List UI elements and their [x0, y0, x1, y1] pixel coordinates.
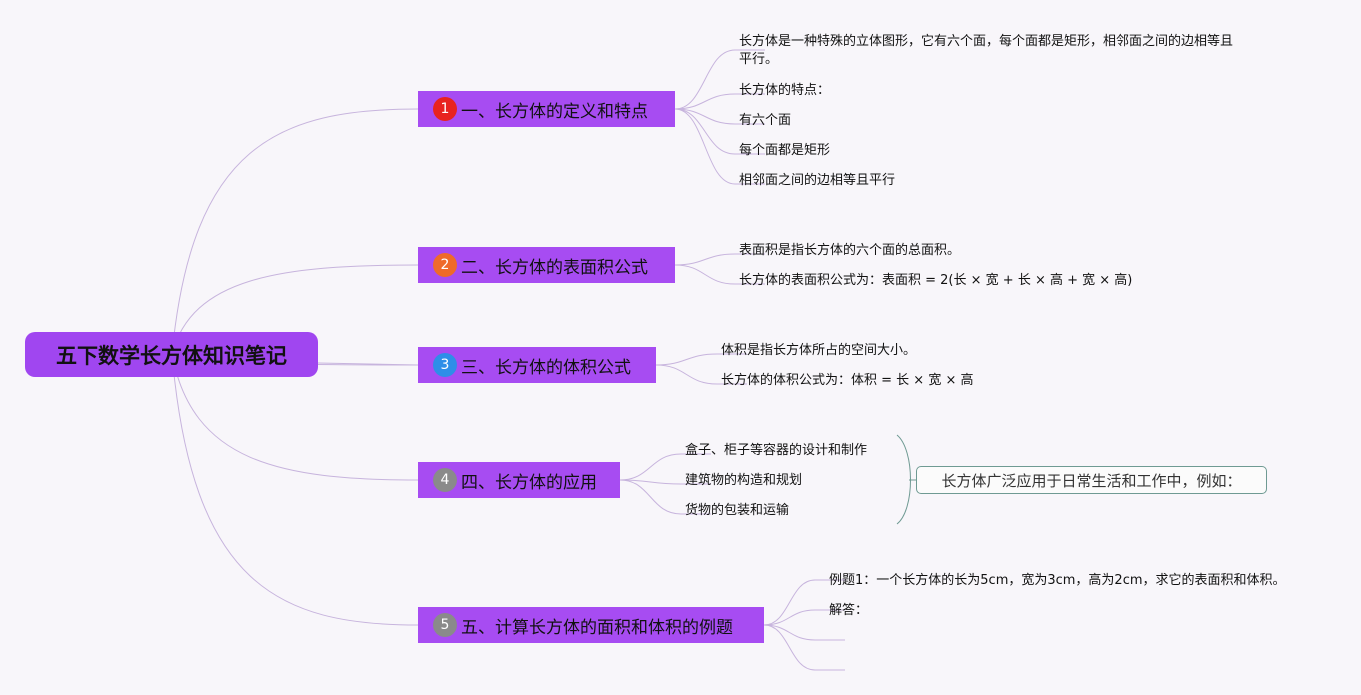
number-1-icon: 1 [433, 97, 457, 121]
branch-definition[interactable]: 1 一、长方体的定义和特点 [418, 91, 675, 127]
branch-label: 一、长方体的定义和特点 [461, 101, 648, 122]
branch-applications[interactable]: 4 四、长方体的应用 [418, 462, 620, 498]
root-link-1 [171, 108, 419, 355]
branch-label: 三、长方体的体积公式 [461, 357, 631, 378]
summary-applications[interactable]: 长方体广泛应用于日常生活和工作中，例如： [916, 466, 1267, 494]
branch-label: 五、计算长方体的面积和体积的例题 [461, 617, 733, 638]
leaf-link-5-4 [763, 624, 845, 671]
leaf-surface-area-definition[interactable]: 表面积是指长方体的六个面的总面积。 [739, 243, 961, 258]
leaf-features-heading[interactable]: 长方体的特点： [739, 83, 831, 98]
leaf-containers[interactable]: 盒子、柜子等容器的设计和制作 [685, 443, 868, 458]
leaf-buildings[interactable]: 建筑物的构造和规划 [685, 473, 803, 488]
leaf-surface-area-formula[interactable]: 长方体的表面积公式为：表面积 = 2(长 × 宽 + 长 × 高 + 宽 × 高… [739, 273, 1133, 288]
leaf-answer[interactable]: 解答： [829, 603, 869, 618]
number-4-icon: 4 [433, 468, 457, 492]
leaf-parallel-edges[interactable]: 相邻面之间的边相等且平行 [739, 173, 896, 188]
root-link-straight [317, 362, 419, 366]
leaf-example-question[interactable]: 例题1：一个长方体的长为5cm，宽为3cm，高为2cm，求它的表面积和体积。 [829, 573, 1286, 588]
leaf-six-faces[interactable]: 有六个面 [739, 113, 792, 128]
number-2-icon: 2 [433, 253, 457, 277]
root-topic[interactable]: 五下数学长方体知识笔记 [25, 332, 318, 377]
branch-label: 四、长方体的应用 [461, 472, 597, 493]
root-link-5 [171, 353, 419, 626]
number-5-icon: 5 [433, 613, 457, 637]
summary-bracket [896, 434, 911, 525]
leaf-link-5-3 [763, 624, 845, 641]
leaf-packaging[interactable]: 货物的包装和运输 [685, 503, 790, 518]
leaf-rectangle-faces[interactable]: 每个面都是矩形 [739, 143, 831, 158]
leaf-volume-definition[interactable]: 体积是指长方体所占的空间大小。 [721, 343, 917, 358]
branch-examples[interactable]: 5 五、计算长方体的面积和体积的例题 [418, 607, 764, 643]
number-3-icon: 3 [433, 353, 457, 377]
leaf-definition-text[interactable]: 长方体是一种特殊的立体图形，它有六个面，每个面都是矩形，相邻面之间的边相等且平行… [739, 34, 1234, 67]
branch-volume[interactable]: 3 三、长方体的体积公式 [418, 347, 656, 383]
branch-surface-area[interactable]: 2 二、长方体的表面积公式 [418, 247, 675, 283]
leaf-volume-formula[interactable]: 长方体的体积公式为：体积 = 长 × 宽 × 高 [721, 373, 974, 388]
branch-label: 二、长方体的表面积公式 [461, 257, 648, 278]
